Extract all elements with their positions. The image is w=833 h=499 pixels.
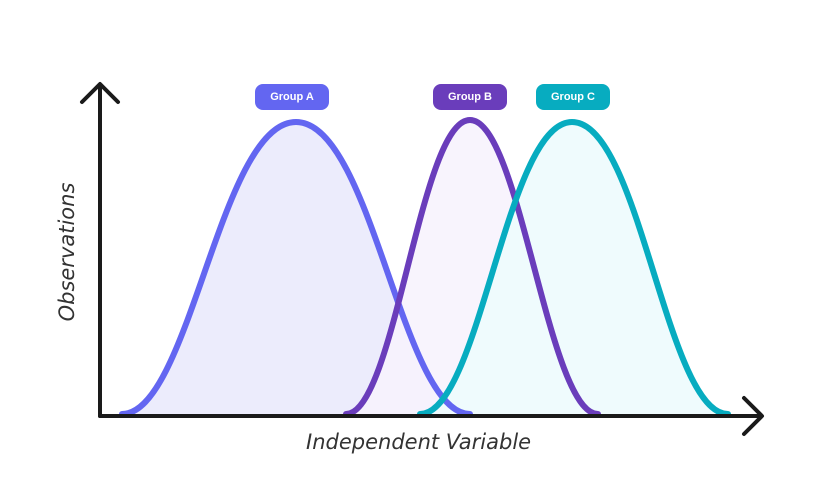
group-a-label: Group A: [255, 84, 329, 110]
x-axis-arrow-icon: [742, 396, 764, 436]
group-c-curve: [417, 118, 731, 417]
x-axis-label: Independent Variable: [306, 430, 532, 454]
group-b-label: Group B: [433, 84, 507, 110]
group-c-label: Group C: [536, 84, 610, 110]
y-axis-arrow-icon: [80, 82, 120, 104]
group-a-fill: [122, 122, 470, 414]
group-c-fill: [420, 122, 728, 414]
group-b-curve: [343, 116, 601, 417]
y-axis-label: Observations: [55, 182, 79, 322]
group-a-curve: [119, 118, 473, 417]
